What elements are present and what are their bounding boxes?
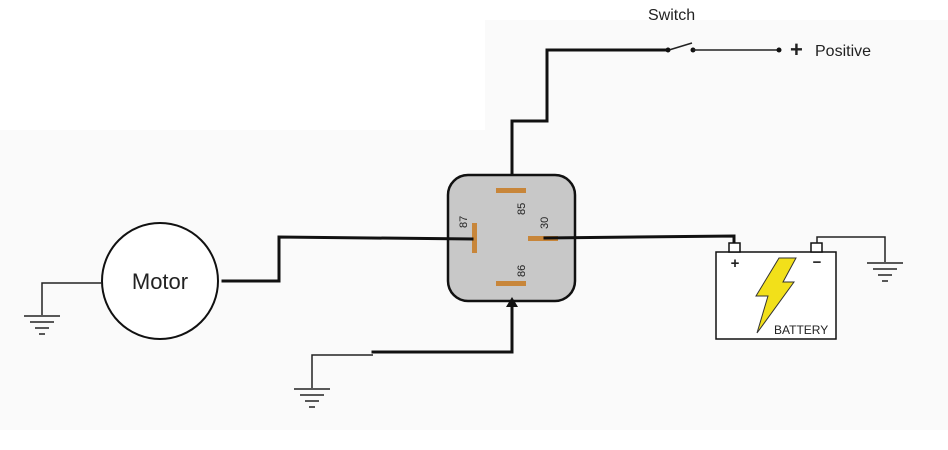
switch-label: Switch	[648, 7, 695, 24]
pin-86-label: 86	[516, 265, 528, 277]
motor-ground-wire	[41, 282, 102, 315]
positive-symbol: +	[790, 37, 803, 62]
battery-plus-label: +	[731, 255, 740, 272]
relay-ground-wire	[311, 354, 373, 388]
pin-87-label: 87	[458, 216, 470, 228]
pin30-to-battery-wire	[543, 234, 736, 245]
switch-to-pin85-wire	[510, 48, 668, 189]
motor-ground-icon	[24, 315, 60, 335]
pin86-arrow	[506, 297, 518, 307]
motor-to-pin87-wire	[221, 235, 474, 283]
positive-label: Positive	[815, 43, 871, 60]
battery-positive-terminal	[728, 242, 741, 253]
battery-minus-label: −	[813, 254, 822, 271]
pin86-to-ground-wire	[371, 301, 514, 354]
relay-ground-icon	[294, 388, 330, 408]
background-panel-top	[485, 20, 948, 140]
battery-negative-terminal	[810, 242, 823, 253]
pin-85	[496, 188, 526, 193]
motor-label: Motor	[132, 269, 188, 294]
lightning-bolt-icon	[755, 257, 797, 334]
positive-terminal	[776, 47, 782, 53]
battery-label: BATTERY	[774, 323, 828, 337]
battery-ground-wire	[816, 236, 886, 262]
battery-ground-icon	[867, 262, 903, 282]
pin-87	[472, 223, 477, 253]
pin-85-label: 85	[516, 203, 528, 215]
pin-86	[496, 281, 526, 286]
pin-30	[528, 236, 558, 241]
motor-circle	[101, 222, 219, 340]
pin-30-label: 30	[539, 217, 551, 229]
